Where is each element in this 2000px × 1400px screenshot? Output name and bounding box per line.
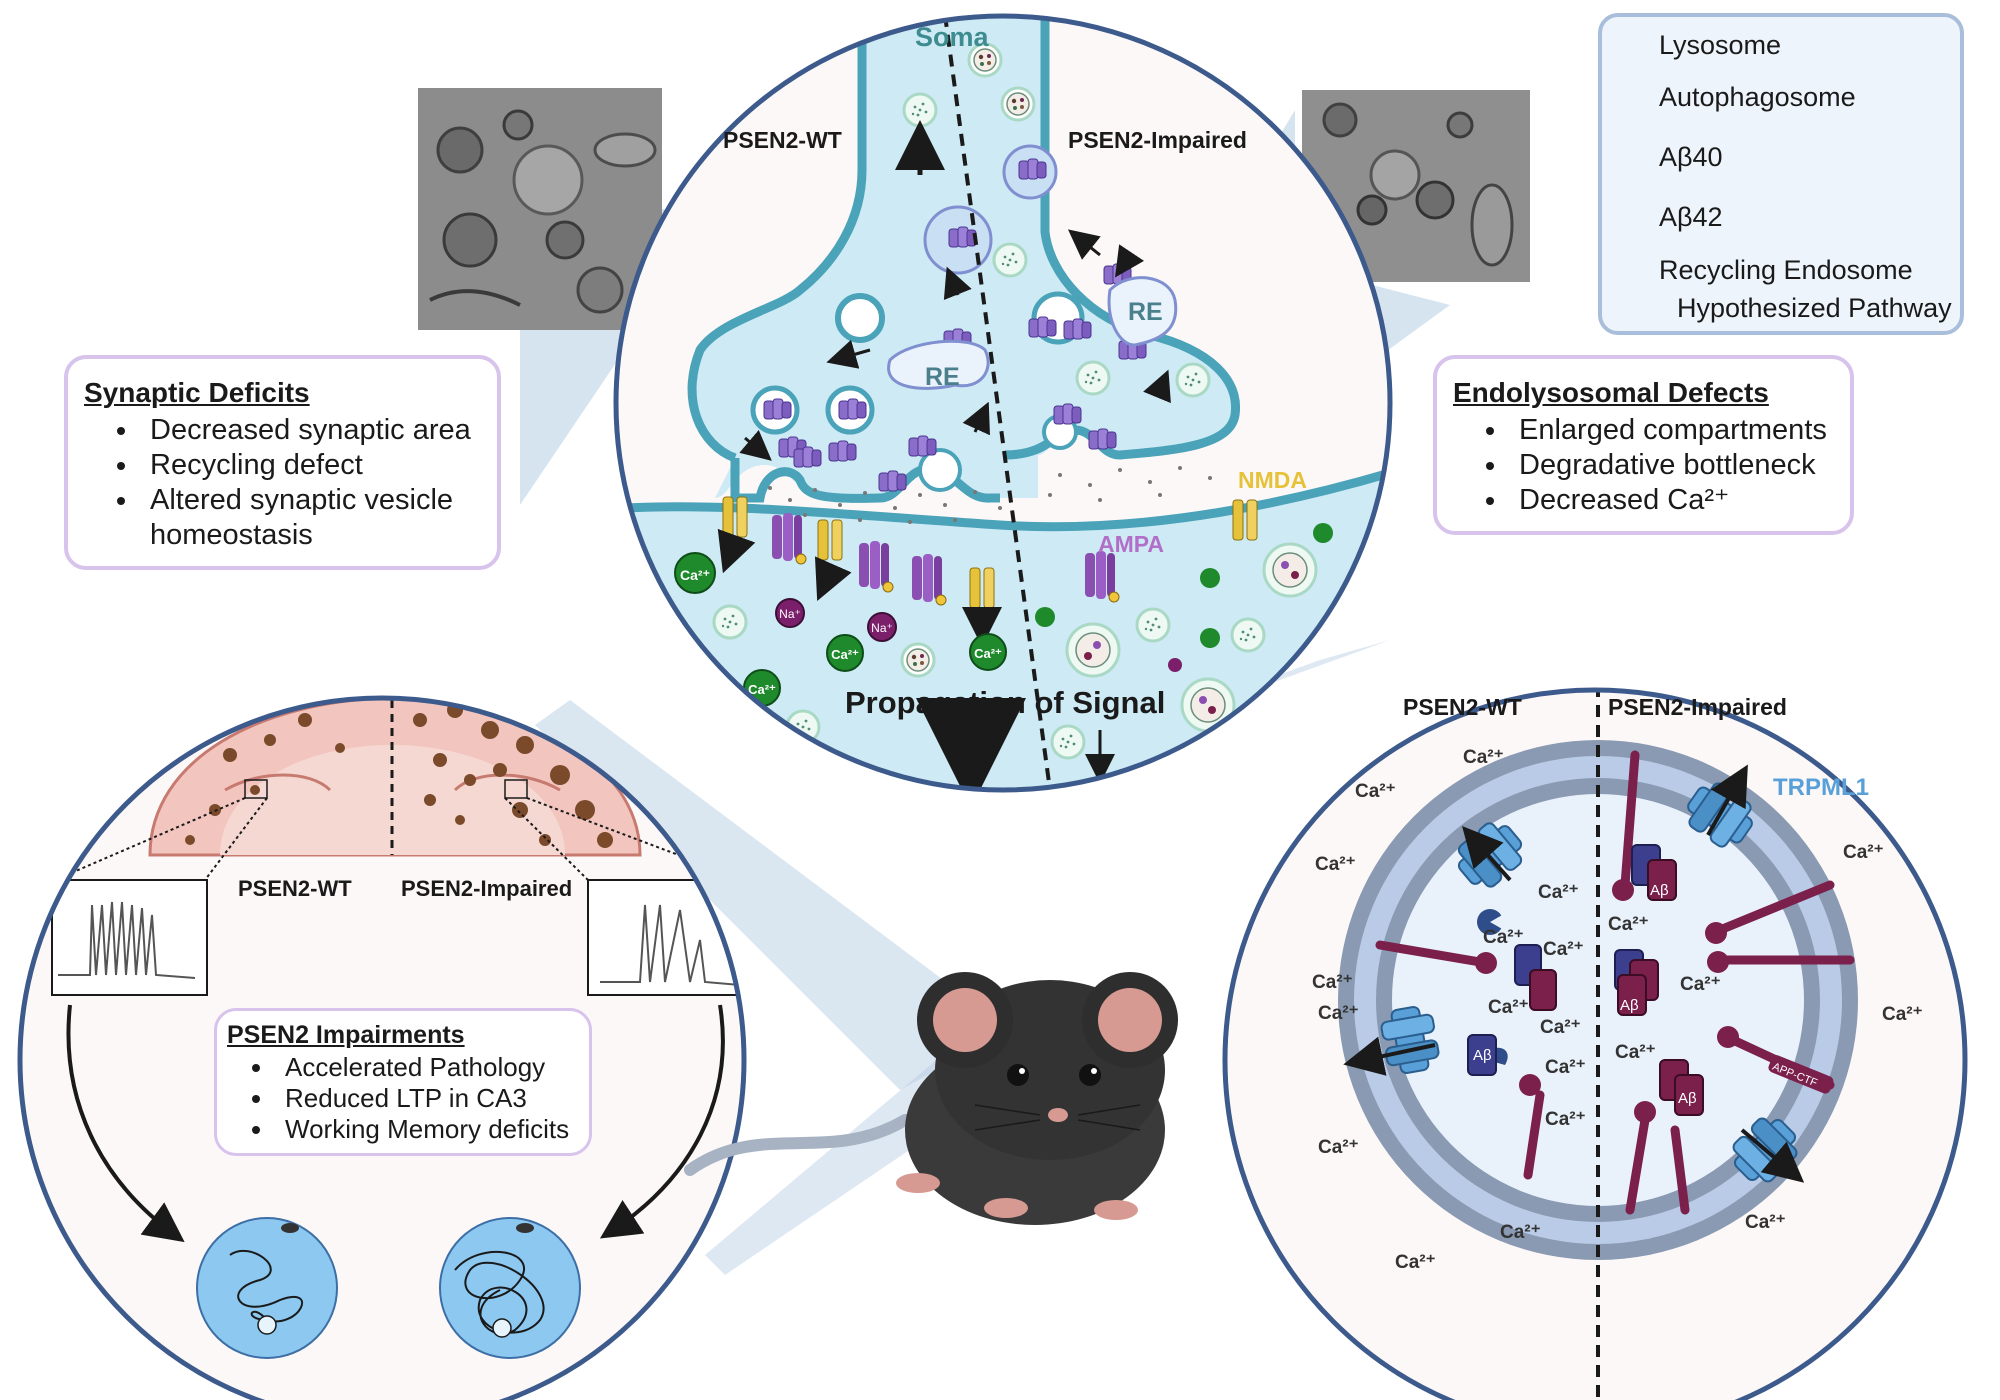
na-ion-label: Na⁺ (779, 607, 801, 621)
re-label-impaired: RE (1128, 298, 1163, 326)
ca-ion-label: Ca²⁺ (748, 682, 776, 697)
ca-label: Ca²⁺ (1608, 914, 1649, 935)
ca-label: Ca²⁺ (1463, 747, 1504, 768)
abeta-badge: Aβ (1678, 1090, 1697, 1107)
ca-label: Ca²⁺ (1545, 1057, 1586, 1078)
lyso-wt-label: PSEN2-WT (1403, 694, 1522, 720)
ca-ion-label: Ca²⁺ (680, 567, 710, 583)
ca-label: Ca²⁺ (1538, 882, 1579, 903)
soma-label: Soma (915, 22, 990, 52)
ca-label: Ca²⁺ (1745, 1212, 1786, 1233)
synaptic-deficits-list: Decreased synaptic area Recycling defect… (84, 413, 479, 553)
ca-label: Ca²⁺ (1882, 1004, 1923, 1025)
ca-label: Ca²⁺ (1483, 927, 1524, 948)
mouse-illustration (684, 972, 1178, 1225)
re-label-wt: RE (925, 363, 960, 391)
synapse-panel: RE RE (613, 13, 1393, 793)
ca-label: Ca²⁺ (1312, 972, 1353, 993)
list-item: Altered synaptic vesicle homeostasis (140, 483, 479, 553)
list-item: Working Memory deficits (275, 1114, 575, 1145)
legend: Lysosome Autophagosome Aβ40 Aβ42 Recycli… (1598, 13, 1964, 335)
ca-label: Ca²⁺ (1680, 974, 1721, 995)
legend-hypothesized-pathway: Hypothesized Pathway (1677, 293, 1952, 323)
synaptic-deficits-title: Synaptic Deficits (84, 377, 310, 408)
psen2-impairments-box: PSEN2 Impairments Accelerated Pathology … (214, 1008, 592, 1156)
ca-ion-label: Ca²⁺ (974, 646, 1002, 661)
legend-autophagosome: Autophagosome (1659, 82, 1856, 112)
nmda-label: NMDA (1238, 467, 1307, 493)
list-item: Decreased synaptic area (140, 413, 479, 448)
ampa-label: AMPA (1098, 531, 1164, 557)
legend-recycling-endosome: Recycling Endosome (1659, 255, 1913, 285)
em-image-left (418, 88, 662, 330)
propagation-label: Propagation of Signal (845, 685, 1165, 720)
lysosome-panel: APP-CTF Aβ Aβ Aβ Aβ Ca²⁺ Ca²⁺ Ca²⁺ Ca²⁺ (1222, 687, 1968, 1400)
legend-abeta40: Aβ40 (1659, 142, 1723, 172)
brain-wt-label: PSEN2-WT (238, 876, 352, 901)
ca-label: Ca²⁺ (1488, 997, 1529, 1018)
ca-label: Ca²⁺ (1615, 1042, 1656, 1063)
na-ion-label: Na⁺ (871, 621, 893, 635)
list-item: Degradative bottleneck (1509, 448, 1832, 483)
ca-label: Ca²⁺ (1545, 1109, 1586, 1130)
ca-label: Ca²⁺ (1543, 939, 1584, 960)
synapse-wt-label: PSEN2-WT (723, 127, 842, 153)
list-item: Accelerated Pathology (275, 1052, 575, 1083)
lyso-impaired-label: PSEN2-Impaired (1608, 694, 1787, 720)
list-item: Reduced LTP in CA3 (275, 1083, 575, 1114)
ca-label: Ca²⁺ (1395, 1252, 1436, 1273)
abeta-badge: Aβ (1473, 1047, 1492, 1064)
endolysosomal-defects-title: Endolysosomal Defects (1453, 377, 1769, 408)
list-item: Decreased Ca²⁺ (1509, 483, 1832, 518)
ca-label: Ca²⁺ (1355, 781, 1396, 802)
endolysosomal-defects-box: Endolysosomal Defects Enlarged compartme… (1433, 355, 1854, 535)
legend-lysosome: Lysosome (1659, 30, 1782, 60)
endolysosomal-defects-list: Enlarged compartments Degradative bottle… (1453, 413, 1832, 518)
ca-label: Ca²⁺ (1540, 1017, 1581, 1038)
psen2-impairments-list: Accelerated Pathology Reduced LTP in CA3… (227, 1052, 575, 1145)
ca-label: Ca²⁺ (1318, 1003, 1359, 1024)
ca-label: Ca²⁺ (1318, 1137, 1359, 1158)
synaptic-deficits-box: Synaptic Deficits Decreased synaptic are… (64, 355, 501, 570)
abeta-badge: Aβ (1620, 997, 1639, 1014)
psen2-impairments-title: PSEN2 Impairments (227, 1021, 465, 1049)
ca-ion-label: Ca²⁺ (831, 647, 859, 662)
list-item: Enlarged compartments (1509, 413, 1832, 448)
ca-label: Ca²⁺ (1843, 842, 1884, 863)
ca-label: Ca²⁺ (1500, 1222, 1541, 1243)
brain-impaired-label: PSEN2-Impaired (401, 876, 572, 901)
list-item: Recycling defect (140, 448, 479, 483)
ca-labels: Ca²⁺ Ca²⁺ Ca²⁺ Ca²⁺ Ca²⁺ Ca²⁺ Ca²⁺ Ca²⁺ … (1312, 747, 1923, 1273)
abeta-badge: Aβ (1650, 882, 1669, 899)
synapse-impaired-label: PSEN2-Impaired (1068, 127, 1247, 153)
legend-abeta42: Aβ42 (1659, 202, 1723, 232)
ca-label: Ca²⁺ (1315, 854, 1356, 875)
em-image-right (1302, 90, 1530, 282)
trpml1-label: TRPML1 (1773, 774, 1869, 801)
